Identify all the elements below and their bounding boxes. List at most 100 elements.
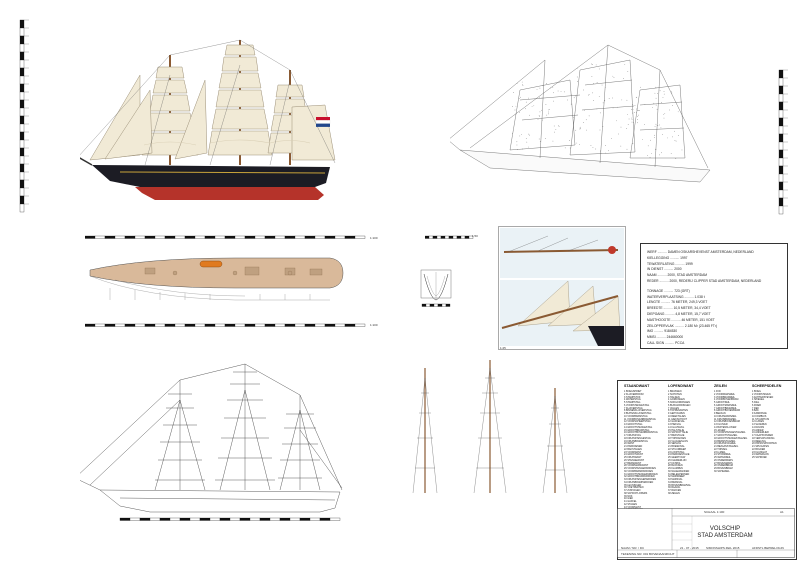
legend-item: 11 VOORBOVENBRAMSTAG bbox=[624, 417, 656, 421]
spec-label: KIELLEGGING bbox=[647, 255, 670, 260]
spec-value: 46 METER, 151 VOET bbox=[681, 317, 715, 322]
sail-texture-dot bbox=[570, 94, 572, 96]
ruler-segment bbox=[234, 323, 246, 327]
sail-texture-dot bbox=[633, 122, 634, 124]
sail-texture-dot bbox=[596, 108, 598, 110]
midship-section bbox=[420, 269, 452, 307]
sail-texture-dot bbox=[627, 113, 628, 115]
ruler-segment bbox=[114, 323, 126, 327]
sail-texture-dot bbox=[655, 97, 657, 99]
sail-texture-dot bbox=[655, 104, 657, 106]
ruler-segment bbox=[468, 235, 474, 239]
sail-texture-dot bbox=[585, 119, 587, 121]
detail-scale-label: 1:25 bbox=[500, 346, 506, 350]
scale-segment bbox=[19, 91, 25, 101]
sail-texture-dot bbox=[604, 87, 606, 89]
scale-segment bbox=[19, 203, 25, 213]
sail-texture-dot bbox=[626, 99, 628, 101]
spec-row: MMSI .......... 244660000 bbox=[647, 335, 683, 339]
sail-texture-dot bbox=[634, 105, 636, 106]
spec-row: CALL SIGN .......... PCCA bbox=[647, 341, 684, 345]
sail-texture-dot bbox=[584, 110, 585, 111]
title-footer: TEKENING NR. 001 BOVENAANZICHT bbox=[621, 552, 675, 556]
ruler-segment bbox=[229, 517, 241, 521]
spec-row: WATERVERPLAATSING .......... 1.038 t bbox=[647, 295, 705, 299]
sail-texture-dot bbox=[598, 68, 600, 70]
sail-texture-dot bbox=[544, 138, 546, 139]
legend-item: 3 VOORBRAMZEIL bbox=[714, 395, 735, 399]
sail-texture-dot bbox=[579, 128, 581, 129]
sail-texture-dot bbox=[542, 85, 543, 86]
sail-texture-dot bbox=[663, 117, 665, 119]
sail-texture-dot bbox=[598, 96, 600, 98]
ruler-segment bbox=[299, 517, 311, 521]
sail-texture-dot bbox=[512, 133, 513, 134]
sail-texture-dot bbox=[540, 97, 542, 99]
spec-value: 2000, REDERIJ CLIPPER STAD AMSTERDAM, NE… bbox=[669, 279, 762, 283]
legend-item: 22 BOLDER bbox=[752, 447, 766, 451]
ruler-segment bbox=[119, 517, 131, 521]
ruler-segment bbox=[134, 235, 146, 239]
spec-value: 10,5 METER, 34,4 VOET bbox=[673, 306, 711, 311]
ruler-segment bbox=[85, 323, 96, 327]
scale-segment bbox=[778, 197, 784, 207]
spec-label: REDER bbox=[647, 279, 659, 283]
legend-item: 10 REEFTALIES bbox=[668, 414, 686, 418]
sail-texture-dot bbox=[528, 114, 530, 116]
ruler-segment bbox=[249, 517, 261, 521]
sail-texture-dot bbox=[601, 84, 603, 86]
ruler-segment bbox=[279, 517, 291, 521]
scale-segment bbox=[19, 27, 25, 37]
legend-item: 28 VOORMARSWANT bbox=[624, 464, 649, 468]
sail-texture-dot bbox=[631, 108, 632, 110]
legend-item: 9 BEZAAN bbox=[714, 412, 726, 415]
title-scale: SCHAAL 1:100 bbox=[704, 510, 725, 514]
scale-segment bbox=[19, 179, 25, 189]
sail-texture-dot bbox=[517, 149, 518, 150]
legend-item: 22 TOPZEIL bbox=[714, 447, 728, 451]
legend-item: 13 SLOEPEN bbox=[752, 423, 767, 426]
legend-item: 20 SEINVAL bbox=[668, 442, 682, 446]
spec-value: 244660000 bbox=[666, 335, 684, 340]
legend-column-heading: STAANDWANT bbox=[624, 384, 650, 388]
legend-item: 3 ACHTERSTEVEN bbox=[752, 395, 774, 399]
ruler-segment bbox=[334, 323, 346, 327]
legend-item: 5 GROOTZEIL bbox=[714, 401, 730, 404]
sail-texture-dot bbox=[522, 148, 523, 150]
sail-texture-dot bbox=[671, 92, 673, 94]
spec-dots: .......... bbox=[662, 306, 674, 311]
ruler-segment bbox=[224, 235, 236, 239]
legend-item: 30 SCHEIZEIL bbox=[714, 469, 730, 473]
legend-item: 31 GROOTSTENGEPARDOEN bbox=[624, 472, 658, 476]
right-vertical-scale bbox=[778, 69, 788, 215]
ruler-segment bbox=[189, 517, 201, 521]
spec-row: REDER .......... 2000, REDERIJ CLIPPER S… bbox=[647, 279, 761, 283]
legend-item: 4 GORDINGEN bbox=[668, 398, 685, 402]
legend-item: 32 MARSREEP bbox=[668, 475, 685, 479]
ruler-segment bbox=[448, 235, 454, 239]
sail-texture-dot bbox=[636, 112, 637, 113]
sail-texture-dot bbox=[604, 100, 606, 102]
sail-texture-dot bbox=[521, 134, 522, 135]
ruler-segment bbox=[94, 323, 106, 327]
legend-item: 12 LUIKEN bbox=[752, 420, 764, 424]
sail-texture-dot bbox=[659, 90, 661, 92]
ruler-segment bbox=[294, 323, 306, 327]
sail-texture-dot bbox=[631, 119, 633, 120]
sail-texture-dot bbox=[557, 125, 559, 126]
legend-item: 27 BRAMWANT bbox=[624, 461, 642, 465]
scale-segment bbox=[19, 19, 25, 29]
legend-item: 23 VOORWANT bbox=[624, 450, 642, 454]
sail-texture-dot bbox=[591, 76, 593, 78]
legend-item: 38 SCHOOTLOPERS bbox=[624, 491, 648, 495]
sail-texture-dot bbox=[672, 105, 673, 106]
ruler-segment bbox=[429, 303, 435, 307]
legend-item: 15 HALSTALIE bbox=[668, 428, 685, 432]
legend-item: 12 VOORSCHEEPSTAG bbox=[624, 420, 651, 424]
scale-segment bbox=[19, 123, 25, 133]
legend-item: 17 KRUISSTAG bbox=[624, 434, 641, 437]
ruler-segment bbox=[134, 323, 146, 327]
legend-item: 39 NOK bbox=[624, 494, 633, 498]
sail-texture-dot bbox=[590, 145, 592, 146]
scale-segment bbox=[778, 109, 784, 119]
